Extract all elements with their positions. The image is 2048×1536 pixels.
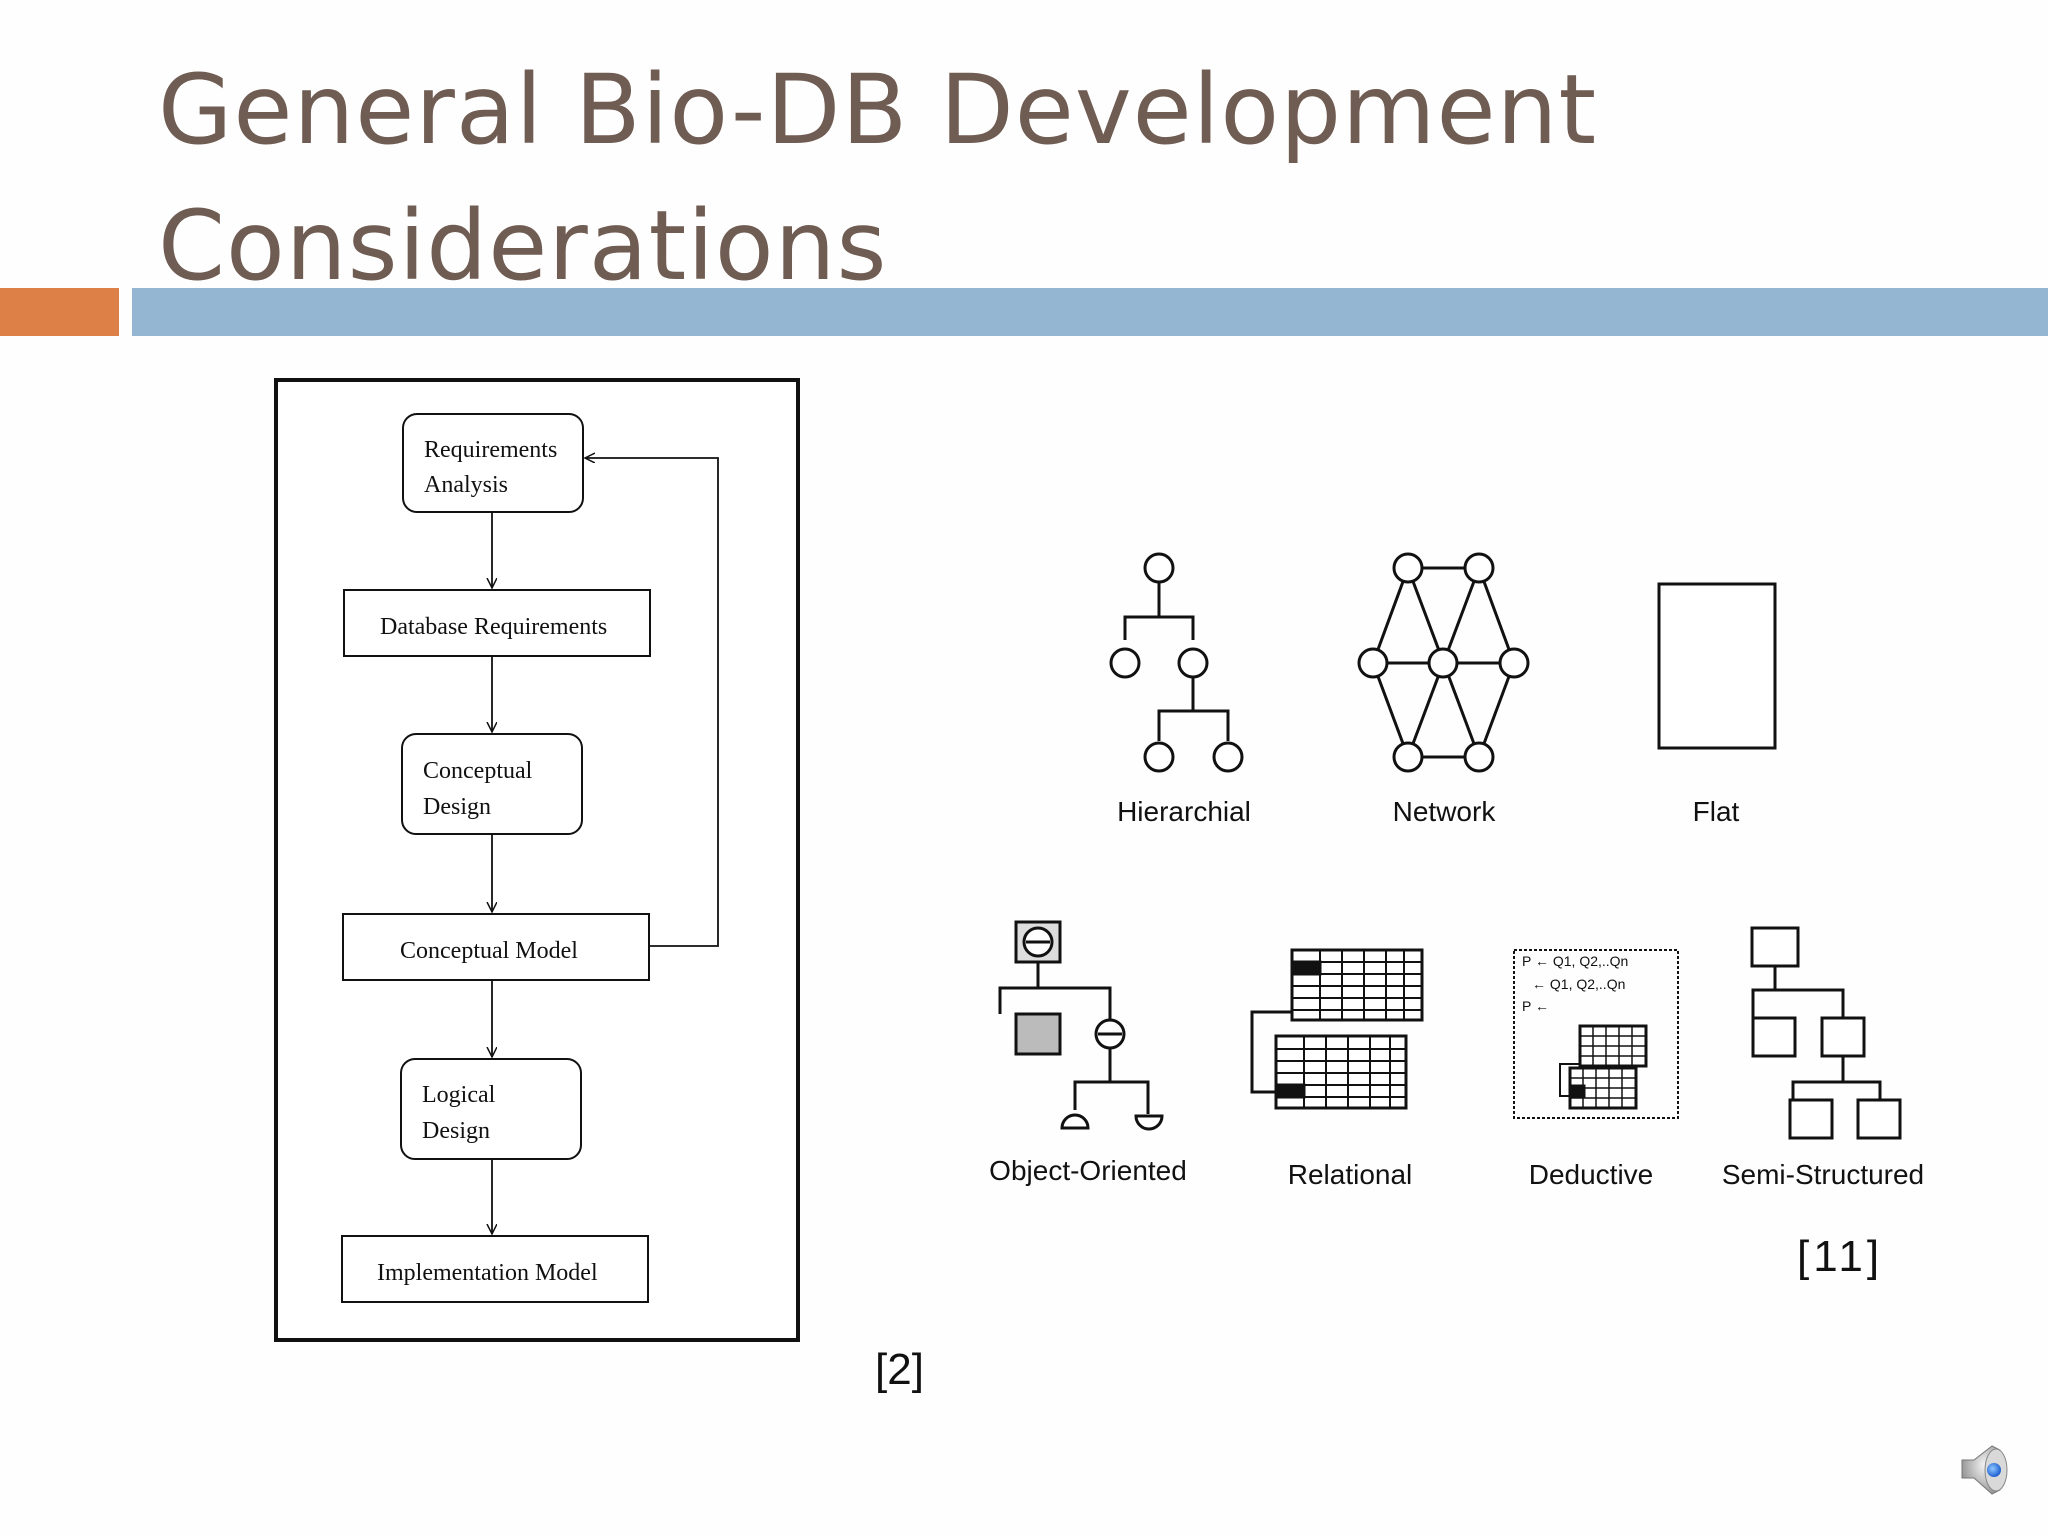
- object-oriented-model-icon: [998, 920, 1164, 1131]
- deductive-model-icon: [1513, 949, 1679, 1119]
- database-model-types: P ← Q1, Q2,..Qn ← Q1, Q2,..Qn P ← Hierar…: [989, 552, 1924, 1190]
- citation-left: [2]: [875, 1345, 924, 1394]
- step-database-requirements-label: Database Requirements: [380, 614, 607, 640]
- step-database-requirements-box: [343, 589, 651, 657]
- step-conceptual-model-box: [342, 913, 650, 981]
- step-conceptual-model-label: Conceptual Model: [400, 938, 578, 964]
- deductive-label: Deductive: [1529, 1159, 1654, 1190]
- step-implementation-model-box: [341, 1235, 649, 1303]
- step-requirements-analysis-box: [402, 413, 584, 513]
- step-conceptual-design-line1: Conceptual: [423, 758, 533, 784]
- speaker-icon[interactable]: [1956, 1440, 2012, 1496]
- deductive-rule-3: P ←: [1522, 998, 1549, 1014]
- deductive-rule-2: ← Q1, Q2,..Qn: [1532, 976, 1625, 992]
- slide-title-line-2: Considerations: [158, 190, 888, 302]
- feedback-arrow: [585, 458, 719, 947]
- semi-structured-model-icon: [1750, 926, 1902, 1140]
- step-logical-design-line1: Logical: [422, 1082, 496, 1108]
- accent-bar-orange: [0, 288, 119, 336]
- step-conceptual-design-line2: Design: [423, 794, 491, 820]
- flowchart-frame: [274, 378, 800, 1342]
- relational-model-icon: [1250, 948, 1424, 1110]
- step-requirements-analysis-line2: Analysis: [424, 472, 508, 498]
- flat-model-icon: [1657, 582, 1777, 750]
- network-label: Network: [1393, 796, 1497, 827]
- step-implementation-model-label: Implementation Model: [377, 1260, 598, 1286]
- slide-title: General Bio-DB Development Consideration…: [158, 42, 1958, 314]
- hierarchical-model-icon: [1109, 552, 1244, 773]
- hierarchical-label: Hierarchial: [1117, 796, 1251, 827]
- step-requirements-analysis-line1: Requirements: [424, 437, 557, 463]
- step-logical-design-line2: Design: [422, 1118, 490, 1144]
- semi-structured-label: Semi-Structured: [1722, 1159, 1924, 1190]
- relational-label: Relational: [1288, 1159, 1413, 1190]
- flat-label: Flat: [1693, 796, 1740, 827]
- slide-title-line-1: General Bio-DB Development: [158, 54, 1598, 166]
- network-model-icon: [1357, 552, 1530, 773]
- accent-bar-blue: [132, 288, 2048, 336]
- citation-right: [11]: [1797, 1232, 1884, 1281]
- step-logical-design-box: [400, 1058, 582, 1160]
- design-process-flowchart: Requirements Analysis Database Requireme…: [274, 378, 800, 1342]
- deductive-rule-1: P ← Q1, Q2,..Qn: [1522, 953, 1628, 969]
- object-oriented-label: Object-Oriented: [989, 1155, 1187, 1186]
